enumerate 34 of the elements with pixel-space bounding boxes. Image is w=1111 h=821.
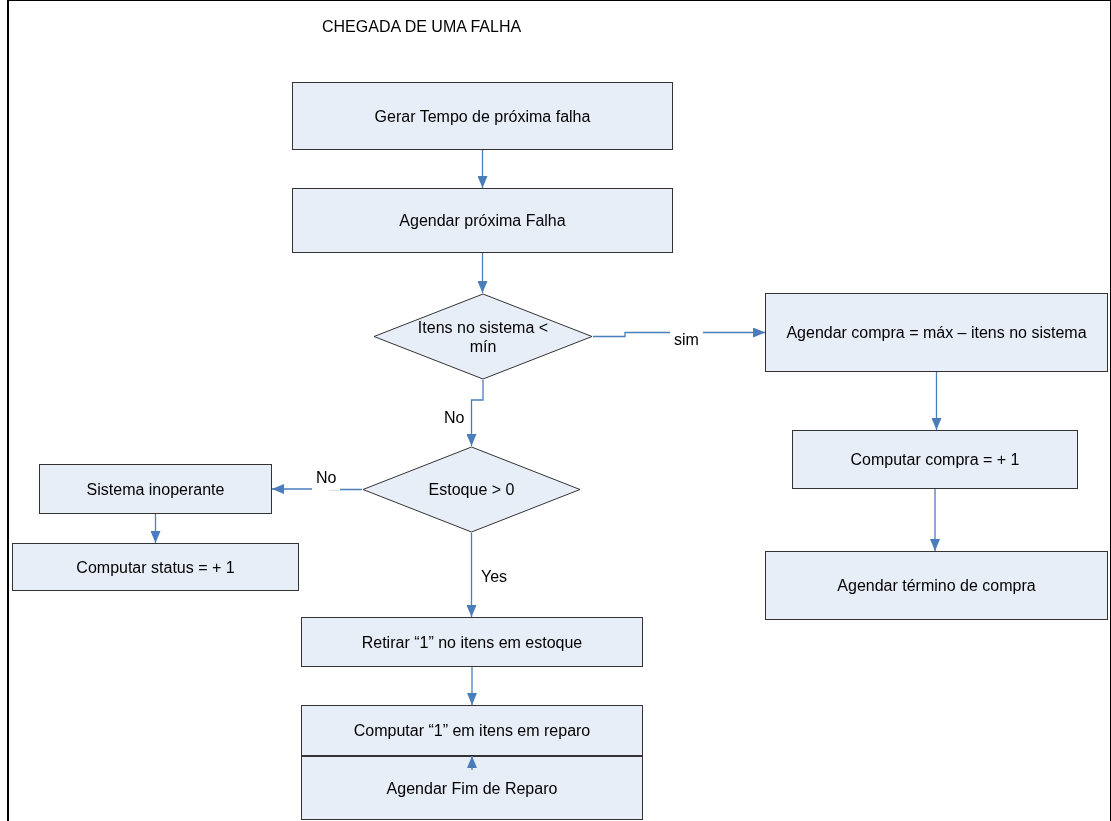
diagram-title: CHEGADA DE UMA FALHA [322, 17, 522, 37]
node-text: Itens no sistema < mín [416, 317, 550, 356]
process-box [301, 705, 643, 756]
node-text: Agendar próxima Falha [398, 211, 567, 230]
arrow [930, 488, 940, 552]
decision-diamond [362, 446, 581, 533]
arrow [467, 755, 477, 771]
node-text: Sistema inoperante [85, 479, 226, 499]
node-text: Computar status = + 1 [75, 557, 236, 577]
decision-diamond [373, 293, 593, 380]
arrow [477, 149, 488, 189]
node-text: Agendar término de compra [836, 576, 1037, 595]
node-text: Agendar compra = máx – itens no sistema [785, 323, 1088, 342]
node-text: Gerar Tempo de próxima falha [373, 106, 592, 126]
node-text: Computar compra = + 1 [849, 450, 1021, 469]
arrow [467, 666, 477, 706]
arrow [931, 371, 942, 431]
node-text: Retirar “1” no itens em estoque [360, 632, 584, 652]
process-box [792, 430, 1078, 489]
node-text: Computar “1” em itens em reparo [352, 721, 592, 740]
arrow [477, 252, 488, 294]
arrow [466, 379, 484, 447]
process-box [301, 617, 643, 667]
process-box [12, 543, 299, 591]
process-box [765, 293, 1108, 372]
node-text: Estoque > 0 [427, 480, 516, 499]
process-box [292, 188, 673, 253]
process-box [292, 82, 673, 150]
arrow [466, 532, 477, 618]
process-box [39, 464, 272, 514]
arrow [150, 513, 161, 544]
node-text: Agendar Fim de Reparo [385, 778, 559, 798]
process-box [765, 551, 1108, 620]
process-box [301, 756, 643, 820]
